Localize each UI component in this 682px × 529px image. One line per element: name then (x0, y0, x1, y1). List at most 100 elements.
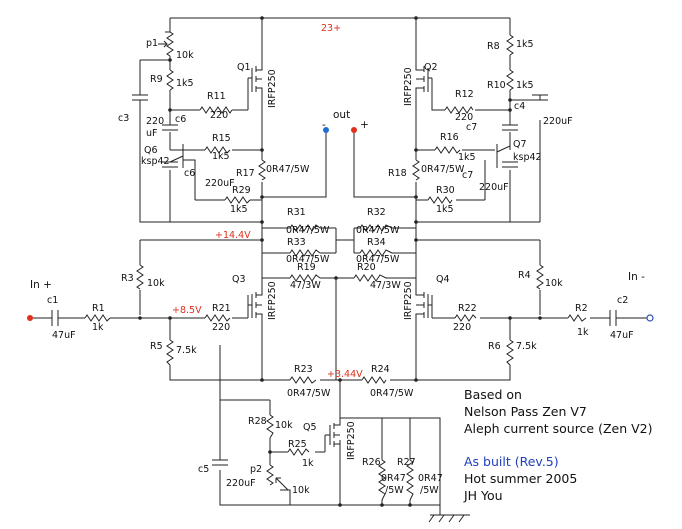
c1-value: 47uF (52, 330, 76, 341)
r28-symbol (266, 414, 274, 439)
q5-type: IRFP250 (346, 421, 357, 460)
r28-label: R28 (248, 416, 267, 427)
r26-symbol (378, 459, 386, 501)
r31-value: 0R47/5W (286, 225, 330, 236)
transistor-symbols (248, 60, 432, 447)
r10-value: 1k5 (516, 80, 534, 91)
r27-symbol (406, 459, 414, 501)
r32-label: R32 (367, 207, 386, 218)
c2-value: 47uF (610, 330, 634, 341)
r23-symbol (289, 376, 317, 384)
r15-symbol (204, 146, 231, 154)
note-aleph: Aleph current source (Zen V2) (464, 421, 653, 436)
r9-value: 1k5 (176, 78, 194, 89)
r6-label: R6 (488, 341, 501, 352)
junctions (138, 16, 542, 507)
q4-label: Q4 (436, 274, 450, 285)
r10-symbol (506, 69, 514, 91)
r34-label: R34 (367, 237, 386, 248)
r12-label: R12 (455, 89, 474, 100)
r3-label: R3 (121, 273, 134, 284)
r1-value: 1k (92, 322, 104, 333)
r19-value: 47/3W (290, 280, 321, 291)
q2-type: IRFP250 (403, 67, 414, 106)
p2-value: 10k (292, 485, 310, 496)
r20-value: 47/3W (370, 280, 401, 291)
c4-label: c4 (514, 101, 525, 112)
r24-symbol (361, 376, 387, 384)
r11-symbol (199, 106, 233, 114)
r22-symbol (454, 314, 477, 322)
r3-value: 10k (147, 278, 165, 289)
r33-symbol (289, 249, 321, 257)
q6-label: Q6 (144, 145, 158, 156)
rail-top-label: 23+ (321, 23, 341, 34)
note-hot-summer: Hot summer 2005 (464, 471, 577, 486)
r8-symbol (506, 34, 514, 56)
r17-label: R17 (236, 168, 255, 179)
q3-label: Q3 (232, 274, 246, 285)
c7-lower-label: c7 (462, 170, 473, 181)
q5-label: Q5 (303, 422, 317, 433)
c2-symbol (609, 310, 624, 326)
rail-labels: 23+ +14.4V +8.5V +3.44V (172, 23, 363, 380)
r21-label: R21 (212, 303, 231, 314)
r16-symbol (434, 146, 461, 154)
r21-value: 220 (212, 322, 230, 333)
p1-symbol (166, 31, 174, 57)
transistor-type-labels: IRFP250 IRFP250 IRFP250 IRFP250 IRFP250 (267, 67, 414, 460)
r5-symbol (166, 339, 174, 366)
r18-value: 0R47/5W (421, 164, 465, 175)
c3-unit: uF (146, 128, 158, 139)
r2-value: 1k (577, 327, 589, 338)
r9-label: R9 (150, 74, 163, 85)
c3-value: 220 (146, 116, 164, 127)
output-minus-label: - (322, 119, 326, 131)
input-plus-terminal[interactable] (27, 315, 33, 321)
r32-value: 0R47/5W (356, 225, 400, 236)
q1-symbol (248, 60, 263, 102)
rail-mid-label: +14.4V (215, 230, 251, 241)
input-minus-label: In - (628, 271, 645, 283)
output-minus-terminal[interactable] (323, 127, 329, 133)
r31-symbol (289, 224, 321, 232)
q7-type: ksp42 (513, 152, 542, 163)
r32-symbol (359, 224, 393, 232)
r4-value: 10k (545, 278, 563, 289)
output-labels: out - + In + In - (30, 109, 645, 291)
r12-value: 220 (455, 112, 473, 123)
q1-type: IRFP250 (267, 69, 278, 108)
c6-lower-label: c6 (184, 168, 195, 179)
note-based-on: Based on (464, 387, 522, 402)
note-author: JH You (463, 488, 503, 503)
c4-symbol (532, 94, 548, 101)
r16-value: 1k5 (458, 152, 476, 163)
r19-symbol (289, 274, 321, 282)
r8-label: R8 (487, 41, 500, 52)
q6-type: ksp42 (141, 156, 170, 167)
r27-value: 0R47 (418, 473, 443, 484)
r2-label: R2 (575, 303, 588, 314)
rail-bias-label: +8.5V (172, 305, 202, 316)
r29-symbol (224, 196, 251, 204)
q4-type: IRFP250 (403, 281, 414, 320)
r30-label: R30 (436, 185, 455, 196)
note-as-built: As built (Rev.5) (464, 454, 559, 469)
c6-top-symbol (162, 124, 178, 131)
r6-value: 7.5k (516, 341, 537, 352)
c6-lower-symbol (162, 161, 178, 168)
r26-value: 0R47 (381, 473, 406, 484)
r1-symbol (84, 314, 111, 322)
r27-label: R27 (397, 457, 416, 468)
note-nelson-pass: Nelson Pass Zen V7 (464, 404, 587, 419)
c6-top-label: c6 (175, 114, 186, 125)
r16-label: R16 (440, 132, 459, 143)
input-minus-terminal[interactable] (646, 314, 654, 322)
r20-label: R20 (357, 262, 376, 273)
output-plus-terminal[interactable] (351, 127, 357, 133)
r4-label: R4 (518, 270, 531, 281)
c6-lower-value: 220uF (205, 178, 235, 189)
r6-symbol (506, 339, 514, 366)
c1-label: c1 (47, 295, 58, 306)
